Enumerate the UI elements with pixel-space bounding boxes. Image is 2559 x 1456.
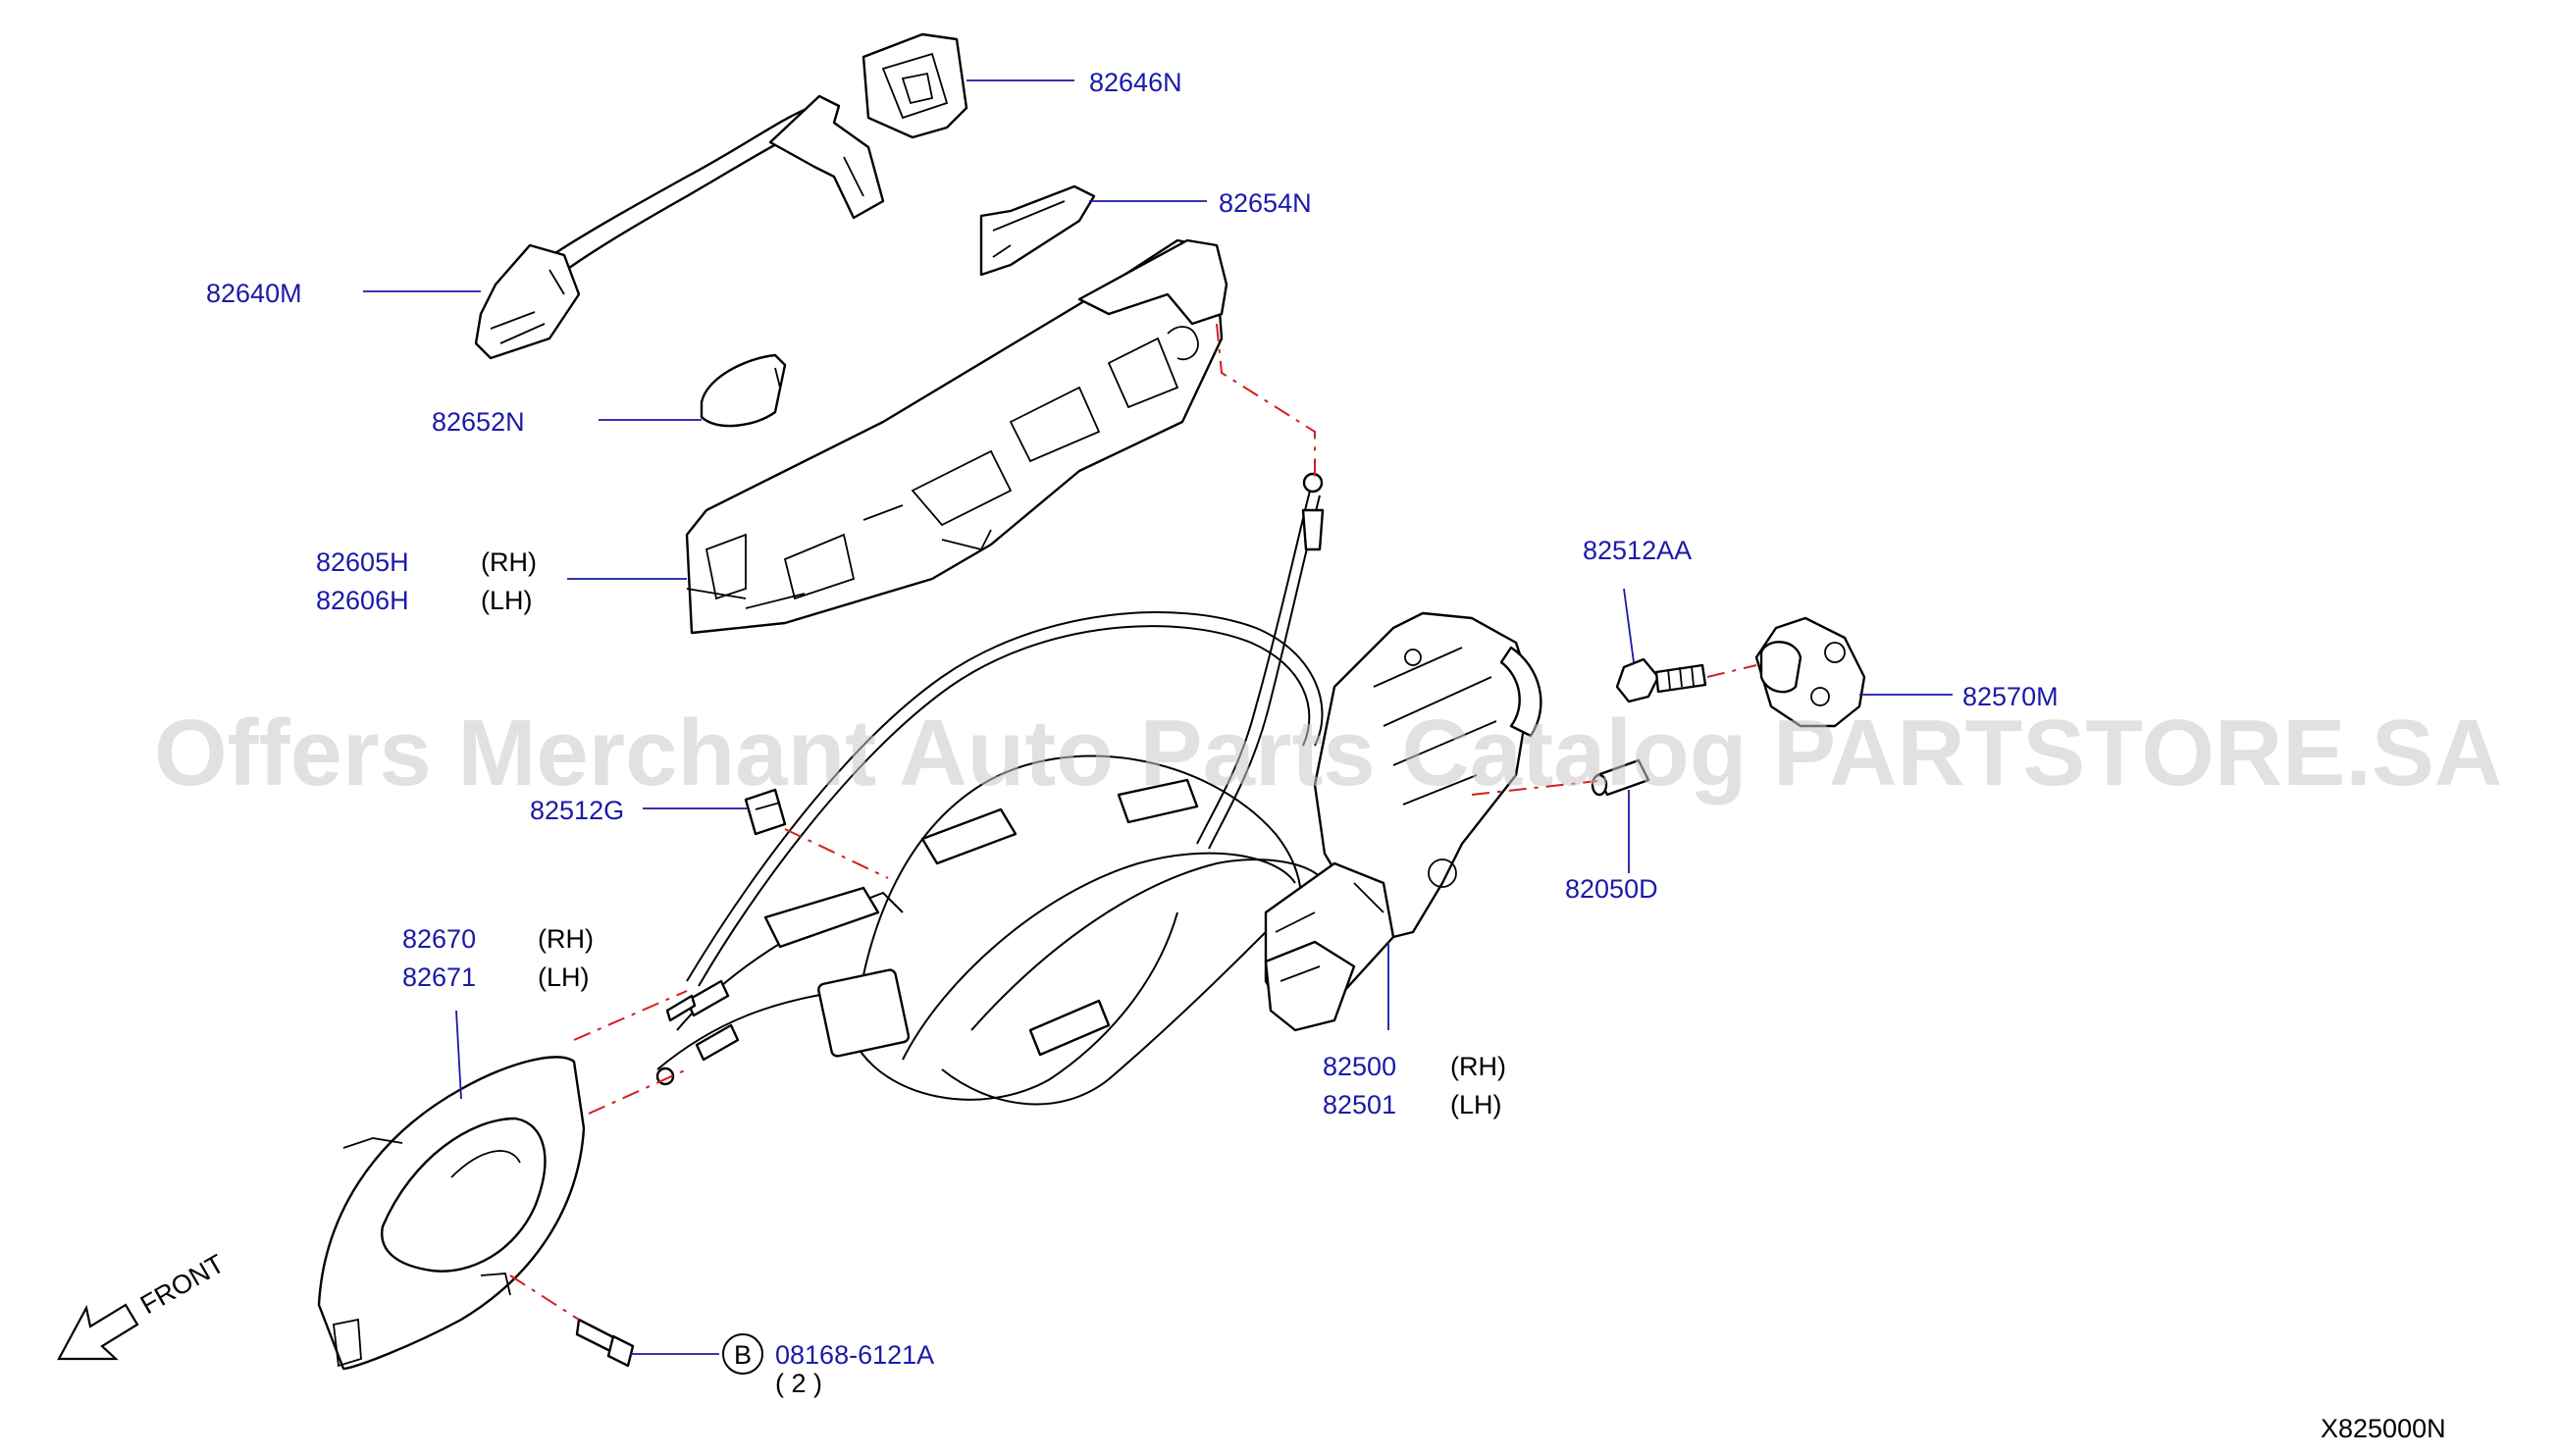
bolt-illustration [575,1318,635,1368]
inside-handle-illustration [317,1056,586,1371]
callout-82512G[interactable]: 82512G [530,796,624,825]
callout-82640M[interactable]: 82640M [206,279,302,308]
callout-82501[interactable]: 82501 [1323,1090,1396,1119]
callout-82646N[interactable]: 82646N [1089,68,1182,97]
callout-82501-side: (LH) [1450,1090,1502,1119]
door-lock-actuator-illustration [1264,611,1542,1032]
callout-82670-side: (RH) [538,924,594,954]
callout-82500[interactable]: 82500 [1323,1052,1396,1081]
callout-82512AA[interactable]: 82512AA [1583,536,1692,565]
leader-lines [363,79,1953,1355]
cable-assembly-illustration [655,472,1326,1106]
striker-shim-illustration [1591,758,1650,797]
handle-bracket-illustration [685,238,1228,635]
striker-screw-illustration [1615,657,1707,703]
alignment-lines [509,323,1757,1321]
bolt-prefix-letter: B [734,1340,752,1370]
callout-82671[interactable]: 82671 [402,962,476,992]
watermark-text: Offers Merchant Auto Parts Catalog PARTS… [154,701,2502,806]
callout-08168-6121A[interactable]: 08168-6121A [775,1340,934,1370]
diagram-code: X825000N [2321,1414,2446,1443]
bolt-prefix-circle [722,1333,763,1375]
callout-82654N[interactable]: 82654N [1219,188,1312,218]
door-striker-illustration [1754,616,1866,728]
outside-handle-illustration [474,94,885,360]
callout-82670[interactable]: 82670 [402,924,476,954]
callout-82500-side: (RH) [1450,1052,1506,1081]
callout-82050D[interactable]: 82050D [1565,874,1658,904]
cable-clip-illustration [744,788,787,836]
callout-82606H[interactable]: 82606H [316,586,409,615]
escutcheon-illustration [862,32,968,139]
bolt-quantity: ( 2 ) [775,1369,822,1398]
front-gasket-illustration [979,184,1096,277]
callout-82652N[interactable]: 82652N [432,407,525,437]
callout-82671-side: (LH) [538,962,590,992]
callout-82605H-side: (RH) [481,547,537,577]
front-direction-indicator: FRONT [57,1249,230,1361]
callout-82606H-side: (LH) [481,586,533,615]
rear-gasket-illustration [700,353,787,428]
front-arrow-icon [57,1303,139,1361]
callout-82570M[interactable]: 82570M [1962,682,2059,711]
front-label: FRONT [135,1249,230,1320]
callout-82605H[interactable]: 82605H [316,547,409,577]
